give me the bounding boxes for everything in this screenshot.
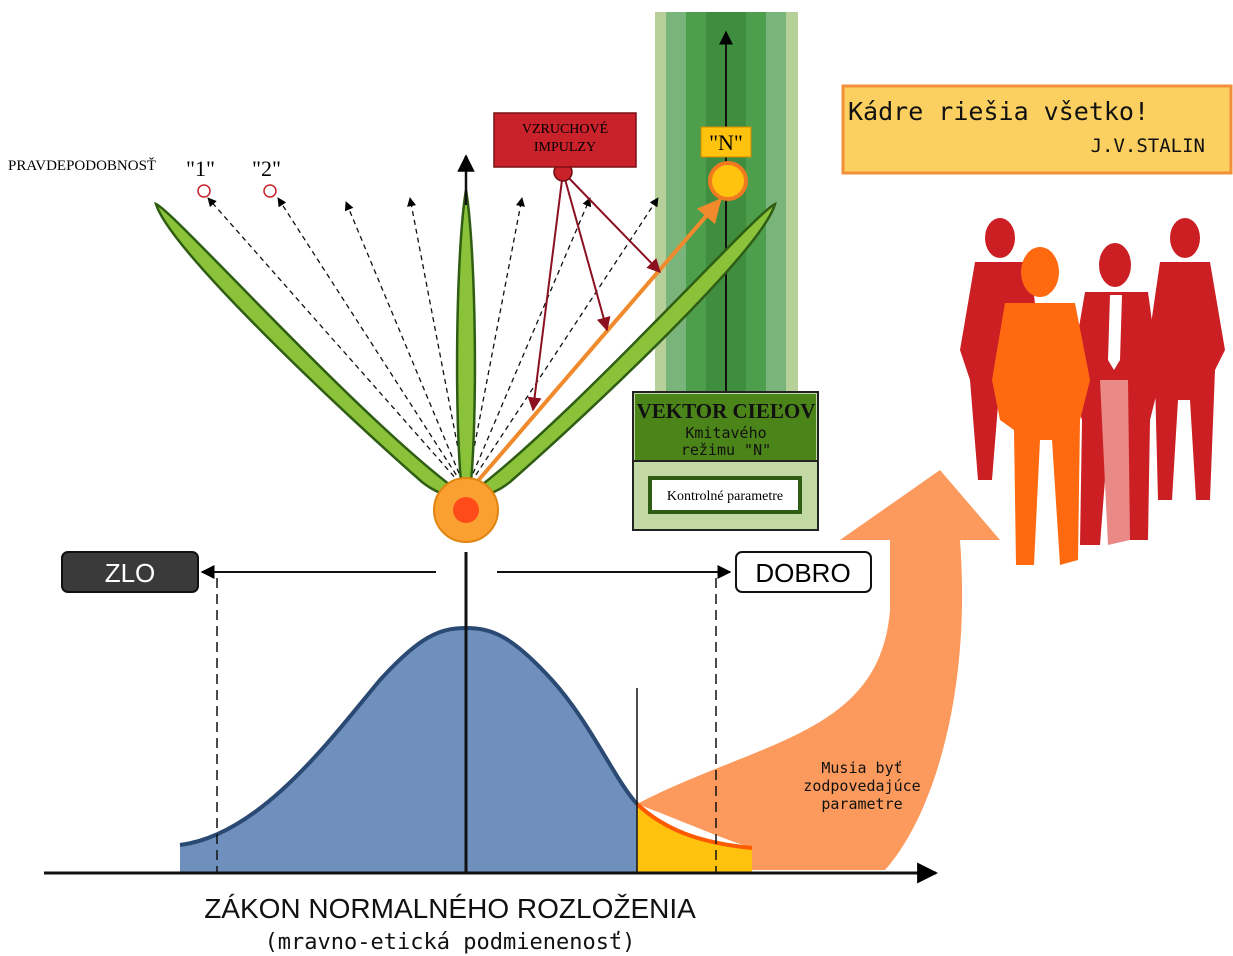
goal-vector-sub1: Kmitavého [685, 424, 766, 442]
musia-line3: parametre [821, 795, 902, 813]
goal-vector-box: VEKTOR CIEĽOV Kmitavého režimu "N" Kontr… [632, 391, 819, 531]
zlo-box [61, 551, 199, 593]
dobro-box [735, 551, 872, 593]
probability-fan [207, 197, 659, 491]
dobro-label: DOBRO [755, 558, 850, 588]
bell-area [180, 628, 637, 873]
n-label: "N" [709, 130, 743, 155]
feedback-curved-arrow [637, 470, 1000, 870]
bell-outline [179, 625, 639, 847]
person-orange-front [992, 247, 1090, 565]
axis-title: ZÁKON NORMALNÉHO ROZLOŽENIA [204, 893, 696, 924]
control-params-label: Kontrolné parametre [667, 489, 783, 504]
control-params-box [648, 476, 802, 514]
quote-author: J.V.STALIN [1091, 135, 1205, 157]
orange-target-arrow [468, 198, 722, 492]
musia-line2: zodpovedajúce [803, 777, 920, 795]
quote-text: Kádre riešia všetko! [848, 97, 1149, 126]
origin-core [453, 497, 479, 523]
n-target-node [708, 161, 748, 201]
probability-marker-2 [263, 184, 277, 198]
probability-marker-1 [197, 184, 211, 198]
impulse-label-line1: VZRUCHOVÉ [522, 120, 608, 137]
n-label-box [700, 126, 752, 158]
person-red-middle [1070, 243, 1160, 545]
person-red-right [1148, 218, 1225, 500]
impulse-label-line2: IMPULZY [534, 140, 596, 155]
goal-vector-sub2: režimu "N" [681, 441, 771, 459]
quote-box [841, 84, 1233, 175]
zlo-label: ZLO [105, 558, 156, 588]
impulse-box [493, 112, 637, 168]
impulse-arrows [527, 171, 661, 412]
probability-label: PRAVDEPODOBNOSŤ [8, 157, 156, 174]
center-leaf [455, 189, 477, 494]
tail-outline [635, 802, 753, 850]
axis-subtitle: (mravno-etická podmienenosť) [265, 930, 636, 955]
people-illustration [960, 218, 1225, 565]
probability-2-label: "2" [252, 156, 281, 181]
goal-vector-title: VEKTOR CIEĽOV [637, 399, 816, 423]
goal-column [655, 12, 798, 392]
left-leaf [154, 201, 465, 498]
musia-line1: Musia byť [821, 759, 902, 777]
bell-curve [179, 625, 753, 873]
probability-1-label: "1" [186, 156, 215, 181]
